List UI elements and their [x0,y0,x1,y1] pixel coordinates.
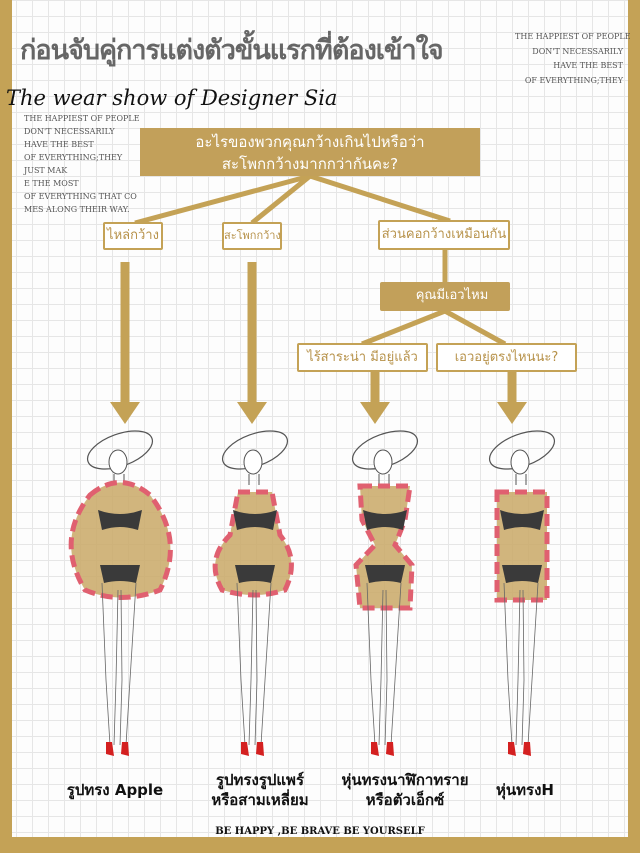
shape-label-pear: รูปทรงรูปแพร์หรือสามเหลี่ยม [195,770,325,810]
hourglass-shape [353,483,415,611]
arrow-down-icon [497,402,527,424]
waist-yes: ไร้สาระน่า มีอยู่แล้ว [297,343,428,372]
quote-line: THE HAPPIEST OF PEOPLE [24,114,140,123]
apple-shape [68,480,173,600]
frame-bottom [0,837,640,853]
quote-right: THE HAPPIEST OF PEOPLE DON'T NECESSARILY… [515,30,631,88]
option-shoulders: ไหล่กว้าง [103,222,163,250]
shape-label-apple: รูปทรง Apple [55,780,175,800]
quote-left: THE HAPPIEST OF PEOPLE DON'T NECESSARILY… [24,112,140,216]
shape-label-line: หรือสามเหลี่ยม [211,791,309,809]
quote-line: DON'T NECESSARILY [532,46,623,56]
footer-slogan: BE HAPPY ,BE BRAVE BE YOURSELF [215,826,425,837]
arrow-down-icon [360,402,390,424]
connector-line [134,173,311,226]
waist-no: เอวอยู่ตรงไหนนะ? [436,343,577,372]
quote-line: OF EVERYTHING;THEY [24,153,123,162]
arrow-down-icon [110,402,140,424]
body-figure [68,430,173,756]
quote-line: JUST MAK [24,166,68,175]
shoe-icon [241,742,264,756]
quote-line: HAVE THE BEST [24,140,94,149]
shoe-icon [371,742,394,756]
shoe-icon [508,742,531,756]
quote-line: THE HAPPIEST OF PEOPLE [515,32,631,41]
shape-label-hourglass: หุ่นทรงนาฬิกาทรายหรือตัวเอ็กซ์ [330,770,480,810]
body-figure [351,430,419,756]
quote-line: OF EVERYTHING;THEY [524,75,623,85]
shape-label-line: หุ่นทรงนาฬิกาทราย [341,771,469,789]
option-hips: สะโพกกว้าง [222,222,282,250]
main-question: อะไรของพวกคุณกว้างเกินไปหรือว่า สะโพกกว้… [140,128,480,176]
waist-question: คุณมีเอวไหม [380,282,510,311]
option-same: ส่วนคอกว้างเหมือนกัน [378,220,510,250]
body-figure [488,430,556,756]
page-title: ก่อนจับคู่การแต่งตัวขั้นแรกที่ต้องเข้าใจ [20,35,444,66]
quote-line: OF EVERYTHING THAT CO [24,192,137,201]
shape-label-line: หรือตัวเอ็กซ์ [365,791,445,809]
frame-left [0,0,12,853]
shape-label-h: หุ่นทรงH [480,780,570,800]
connector-line [361,308,446,347]
quote-line: HAVE THE BEST [553,61,623,70]
quote-line: DON'T NECESSARILY [24,127,115,136]
h-shape [494,489,550,603]
shape-label-line: หุ่นทรงH [496,781,554,799]
connector-line [443,308,507,347]
shape-label-line: รูปทรงรูปแพร์ [215,771,305,789]
question-line: สะโพกกว้างมากกว่ากันคะ? [221,155,399,173]
quote-line: E THE MOST [24,179,79,188]
question-line: อะไรของพวกคุณกว้างเกินไปหรือว่า [195,133,425,151]
frame-right [628,0,640,853]
shape-label-line: รูปทรง Apple [66,781,164,799]
arrow-down-icon [237,402,267,424]
connector-line [250,174,312,225]
body-figure [212,430,294,756]
shoe-icon [106,742,129,756]
brand-script: The wear show of Designer Sia [6,86,338,110]
connector-line [309,173,451,224]
quote-line: MES ALONG THEIR WAY. [24,205,130,214]
